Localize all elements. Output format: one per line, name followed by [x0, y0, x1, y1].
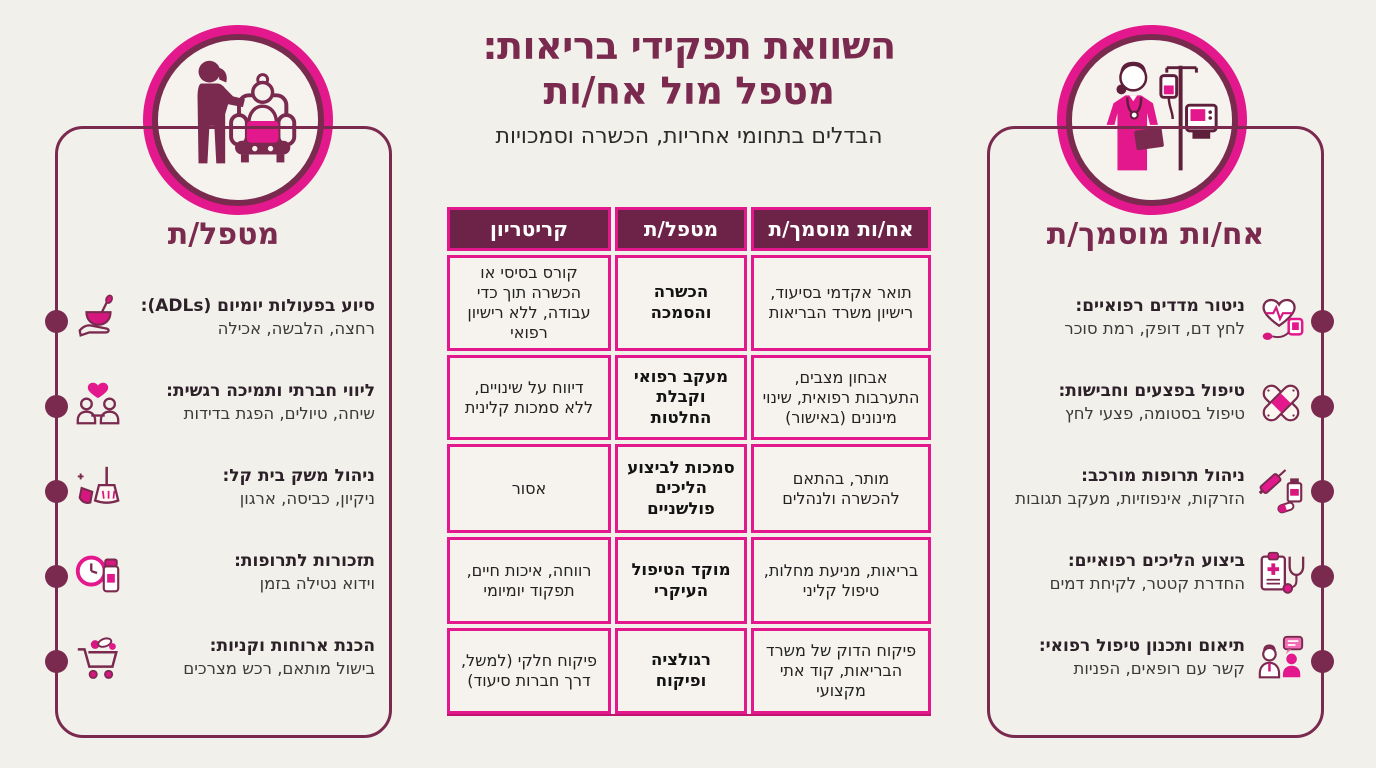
caregiver-elderly-icon	[197, 60, 297, 164]
connector-dot	[45, 565, 68, 588]
item-heading: סיוע בפעולות יומיום (ADLs):	[140, 296, 375, 317]
page-title: השוואת תפקידי בריאות: מטפל מול אח/ות הבד…	[429, 24, 949, 149]
table-header-caregiver: מטפל/ת	[615, 207, 747, 251]
cell-caregiver: אסור	[447, 444, 611, 533]
nurse-item-care-coordination: תיאום ותכנון טיפול רפואי: קשר עם רופאים,…	[990, 615, 1321, 700]
connector-dot	[1311, 310, 1334, 333]
nurse-panel: אח/ות מוסמך/ת ניטור מדדים רפואיים: לחץ ד…	[987, 126, 1334, 738]
nurse-panel-title: אח/ות מוסמך/ת	[1046, 217, 1265, 252]
comparison-table: אח/ות מוסמך/ת מטפל/ת קריטריון תואר אקדמי…	[447, 207, 931, 714]
caregiver-with-elderly-illustration	[152, 34, 324, 206]
connector-dot	[45, 310, 68, 333]
cell-criterion: הכשרה והסמכה	[615, 255, 747, 351]
cell-criterion: רגולציה ופיקוח	[615, 628, 747, 714]
cell-caregiver: קורס בסיסי או הכשרה תוך כדי עבודה, ללא ר…	[447, 255, 611, 351]
title-line-2: מטפל מול אח/ות	[543, 68, 835, 113]
caregiver-item-social: ליווי חברתי ותמיכה רגשית: שיחה, טיולים, …	[58, 360, 389, 445]
nurse-with-iv-illustration	[1066, 34, 1238, 206]
bowl-hand-icon	[78, 294, 113, 337]
bandage-icon	[1262, 384, 1300, 421]
item-heading: ביצוע הליכים רפואיים:	[1067, 551, 1245, 572]
caregiver-panel: מטפל/ת סיוע בפעולות יומיום (ADLs): רחצה,…	[45, 126, 392, 738]
cell-nurse: אבחון מצבים, התערבות רפואית, שינוי מינונ…	[751, 355, 931, 440]
cell-nurse: תואר אקדמי בסיעוד, רישיון משרד הבריאות	[751, 255, 931, 351]
item-heading: טיפול בפצעים וחבישות:	[1058, 381, 1245, 402]
connector-dot	[45, 650, 68, 673]
cell-caregiver: רווחה, איכות חיים, תפקוד יומיומי	[447, 537, 611, 624]
nurse-item-medication-management: ניהול תרופות מורכב: הזרקות, אינפוזיות, מ…	[990, 445, 1321, 530]
connector-dot	[1311, 565, 1334, 588]
item-detail: רחצה, הלבשה, אכילה	[217, 318, 375, 338]
people-heart-icon	[76, 382, 120, 424]
item-heading: ניהול משק בית קל:	[222, 466, 375, 487]
connector-dot	[1311, 480, 1334, 503]
cell-nurse: מותר, בהתאם להכשרה ולנהלים	[751, 444, 931, 533]
nurse-item-medical-procedures: ביצוע הליכים רפואיים: החדרת קטטר, לקיחת …	[990, 530, 1321, 615]
broom-dustpan-icon	[77, 466, 120, 504]
item-detail: הזרקות, אינפוזיות, מעקב תגובות	[1015, 488, 1245, 508]
item-detail: לחץ דם, דופק, רמת סוכר	[1064, 318, 1245, 338]
caregiver-item-medication-reminders: תזכורות לתרופות: וידוא נטילה בזמן	[58, 530, 389, 615]
item-detail: ניקיון, כביסה, ארגון	[239, 488, 375, 508]
item-detail: טיפול בסטומה, פצעי לחץ	[1064, 403, 1245, 423]
nurse-equipment-icon	[1106, 61, 1218, 171]
item-detail: וידוא נטילה בזמן	[259, 573, 375, 593]
item-detail: בישול מותאם, רכש מצרכים	[183, 658, 375, 678]
syringe-meds-icon	[1258, 468, 1303, 513]
cell-nurse: בריאות, מניעת מחלות, טיפול קליני	[751, 537, 931, 624]
cell-criterion: מעקב רפואי וקבלת החלטות	[615, 355, 747, 440]
item-heading: ניהול תרופות מורכב:	[1081, 466, 1245, 487]
cell-criterion: סמכות לביצוע הליכים פולשניים	[615, 444, 747, 533]
item-heading: ליווי חברתי ותמיכה רגשית:	[166, 381, 375, 402]
connector-dot	[45, 480, 68, 503]
cell-criterion: מוקד הטיפול העיקרי	[615, 537, 747, 624]
item-heading: הכנת ארוחות וקניות:	[209, 636, 375, 657]
cell-caregiver: דיווח על שינויים, ללא סמכות קלינית	[447, 355, 611, 440]
clock-medicine-icon	[75, 555, 120, 592]
cell-nurse: פיקוח הדוק של משרד הבריאות, קוד אתי מקצו…	[751, 628, 931, 714]
cell-caregiver: פיקוח חלקי (למשל, דרך חברות סיעוד)	[447, 628, 611, 714]
connector-dot	[1311, 650, 1334, 673]
nurse-item-wound-care: טיפול בפצעים וחבישות: טיפול בסטומה, פצעי…	[990, 360, 1321, 445]
connector-dot	[1311, 395, 1334, 418]
item-detail: שיחה, טיולים, הפגת בדידות	[183, 403, 375, 423]
item-detail: קשר עם רופאים, הפניות	[1073, 658, 1245, 678]
item-detail: החדרת קטטר, לקיחת דמים	[1049, 573, 1245, 593]
title-line-1: השוואת תפקידי בריאות:	[482, 24, 896, 68]
connector-dot	[45, 395, 68, 418]
caregiver-item-housekeeping: ניהול משק בית קל: ניקיון, כביסה, ארגון	[58, 445, 389, 530]
clipboard-stethoscope-icon	[1260, 551, 1305, 594]
item-heading: תיאום ותכנון טיפול רפואי:	[1038, 636, 1245, 657]
page-subtitle: הבדלים בתחומי אחריות, הכשרה וסמכויות	[495, 123, 883, 149]
heart-monitor-icon	[1262, 298, 1304, 340]
caregiver-item-meals-shopping: הכנת ארוחות וקניות: בישול מותאם, רכש מצר…	[58, 615, 389, 700]
doctor-chat-icon	[1258, 635, 1304, 678]
caregiver-panel-title: מטפל/ת	[167, 217, 280, 252]
item-heading: ניטור מדדים רפואיים:	[1075, 296, 1245, 317]
nurse-item-vitals: ניטור מדדים רפואיים: לחץ דם, דופק, רמת ס…	[990, 275, 1321, 360]
caregiver-item-adls: סיוע בפעולות יומיום (ADLs): רחצה, הלבשה,…	[58, 275, 389, 360]
table-header-criterion: קריטריון	[447, 207, 611, 251]
table-header-nurse: אח/ות מוסמך/ת	[751, 207, 931, 251]
item-heading: תזכורות לתרופות:	[234, 551, 375, 572]
grocery-cart-icon	[77, 636, 118, 679]
